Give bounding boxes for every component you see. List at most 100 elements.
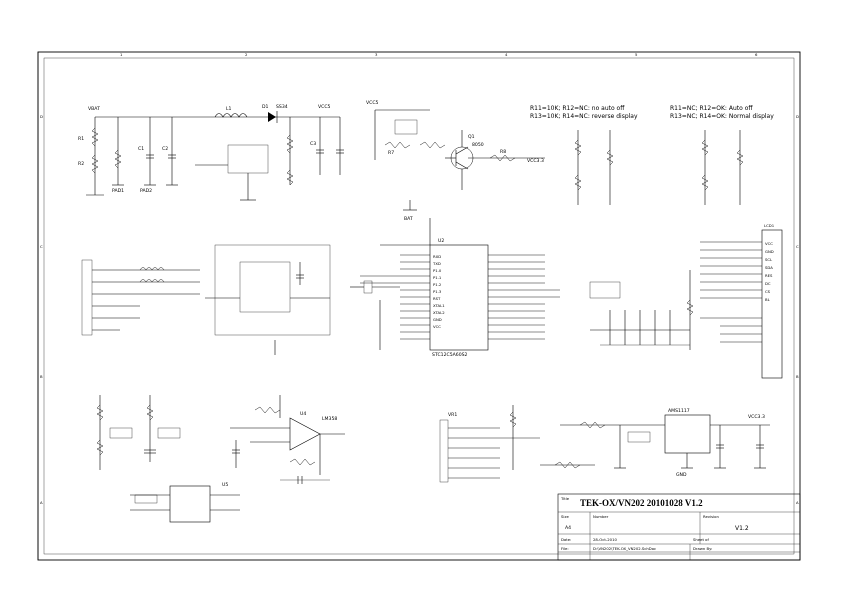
opamp-symbol [289,417,321,451]
title-caption: Title [560,496,570,501]
pin-label: GND [433,317,442,322]
col-label: 1 [120,52,123,57]
size-value: A4 [565,525,571,531]
ldo-chip [664,414,711,454]
part-label: PAD1 [112,188,124,194]
pin-label: P1.1 [433,275,442,280]
revision-value: V1.2 [735,525,749,532]
part-label: R2 [78,161,84,167]
pin-label: CS [765,289,771,294]
pin-label: VCC [765,241,773,246]
col-label: 6 [755,52,758,57]
part-label: STC12C5A60S2 [432,352,468,358]
pin-label: BL [765,297,771,302]
net-label: VCC5 [366,100,379,106]
part-label: VR1 [448,412,457,418]
net-label: VCC5 [318,104,331,110]
file-label: File: [561,546,569,551]
net-label: GND [676,472,687,478]
pin-label: P1.2 [433,282,442,287]
size-label: Size [561,514,569,519]
note-line: R11=NC; R12=OK: Auto off [670,105,753,112]
part-label: PAD2 [140,188,152,194]
lcd-connector [761,229,783,379]
pin-label: RST [433,296,441,301]
drawn-label: Drawn By: [693,546,712,551]
col-label: 5 [635,52,638,57]
sheet-border [37,51,801,561]
pin-label: P1.0 [433,268,442,273]
lcd-connector-block: LCD1 VCC GND SCL SDA RES DC CS BL [686,223,783,379]
pin-label: RXD [433,254,441,259]
part-label: D1 [262,104,269,110]
pin-label: DC [765,281,771,286]
row-label: D [40,114,43,119]
part-label: SS34 [276,104,288,110]
part-label: 8050 [472,142,484,148]
part-label: U4 [300,411,306,417]
number-label: Number [593,514,609,519]
row-label: C [40,244,43,249]
col-label: 3 [375,52,378,57]
col-label: 4 [505,52,508,57]
connector-block [81,244,331,355]
schematic-title: TEK-OX/VN202 20101028 V1.2 [580,498,703,508]
part-label: LM358 [322,416,337,422]
analog-block: U4 LM358 [96,395,345,484]
date-value: 28-Oct-2010 [593,537,617,542]
u5-block: U5 [130,482,240,523]
switch-block: VCC5 Q1 8050 R7 R8 BAT VCC3.3 [366,100,545,222]
config-notes: R11=10K; R12=NC: no auto off R13=10K; R1… [530,105,774,205]
u5-chip [169,485,211,523]
part-label: LCD1 [764,223,775,228]
mcu-chip [429,244,489,351]
revision-label: Revision [703,514,719,519]
pin-label: XTAL1 [433,303,445,308]
part-label: R7 [388,150,394,156]
pin-label: P1.3 [433,289,442,294]
mcu-block: U2 STC12C5A60S2 RXD TXD P1.0 P1.1 P1.2 P… [350,218,690,358]
part-label: R8 [500,149,506,155]
net-label: BAT [404,216,413,222]
ldo-block: AMS1117 VCC3.3 GND [560,408,770,478]
row-label: B [40,374,43,379]
sheet-label: Sheet of [693,537,710,542]
part-label: C3 [310,141,316,147]
title-block: Title TEK-OX/VN202 20101028 V1.2 Size Nu… [557,493,801,561]
part-label: AMS1117 [668,408,690,414]
pin-label: SDA [765,265,773,270]
row-label: C [796,244,799,249]
net-label: VCC3.3 [527,158,544,164]
part-label: R1 [78,136,84,142]
pin-label: SCL [765,257,773,262]
file-value: D:\VN202\TEK-OX_VN202.SchDoc [593,546,656,551]
part-label: C1 [138,146,144,152]
net-label: VBAT [88,106,100,112]
row-label: A [40,500,43,505]
row-label: A [796,500,799,505]
part-label: C2 [162,146,168,152]
part-label: L1 [226,106,232,112]
date-label: Date: [561,537,571,542]
pin-label: GND [765,249,774,254]
part-label: U2 [438,238,444,244]
header-block: VR1 [439,405,595,483]
row-label: D [796,114,799,119]
pin-label: XTAL2 [433,310,445,315]
border-coordinates: 1 2 3 4 5 6 D C B A D C B A [40,52,799,505]
part-label: U5 [222,482,228,488]
pin-label: VCC [433,324,441,329]
net-label: VCC3.3 [748,414,765,420]
pin-label: RES [765,273,773,278]
row-label: B [796,374,799,379]
note-line: R11=10K; R12=NC: no auto off [530,105,625,112]
pin-label: TXD [432,261,441,266]
col-label: 2 [245,52,248,57]
power-supply-block: VBAT D1 SS34 L1 C1 C2 C3 PAD1 PAD2 R1 R2… [78,104,344,201]
part-label: Q1 [468,134,475,140]
note-line: R13=10K; R14=NC: reverse display [530,113,638,120]
sheet-inner-border [43,57,795,555]
note-line: R13=NC; R14=OK: Normal display [670,113,774,120]
